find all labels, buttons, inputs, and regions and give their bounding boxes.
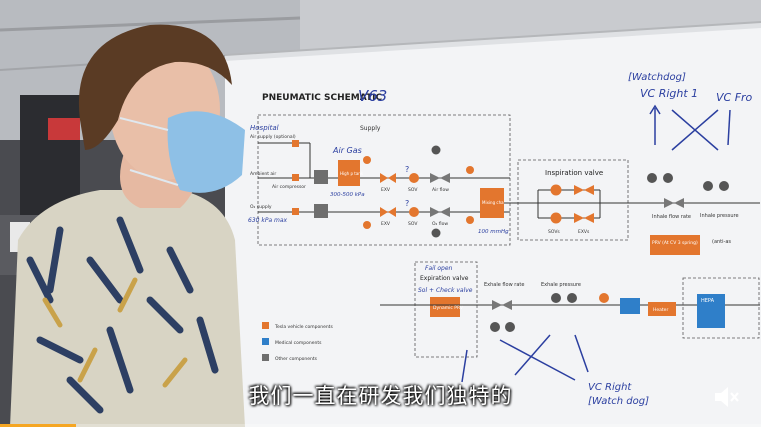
schematic-title: PNEUMATIC SCHEMATIC: [262, 93, 383, 103]
vc-right-bottom-note: VC Right: [588, 382, 632, 393]
exv-label-1: EXV: [381, 187, 391, 193]
high-p-tank-label: High p tank: [340, 171, 364, 176]
sovs-label: SOVs: [548, 229, 560, 235]
inspiration-valve-label: Inspiration valve: [545, 169, 603, 177]
fail-open-note: Fail open: [425, 265, 453, 272]
compressor-label: Air compressor: [272, 184, 306, 190]
version-note: V63: [358, 87, 387, 105]
vc-front-top-note: VC Fro: [716, 91, 753, 104]
exhale-flow-label: Exhale flow rate: [484, 282, 524, 288]
o2-pressure-note: 630 kPa max: [248, 217, 288, 224]
exhale-pressure-label: Exhale pressure: [541, 282, 581, 288]
video-progress-fill: [0, 424, 77, 427]
hepa-label: HEPA: [701, 298, 715, 304]
anti-label: (anti-as: [712, 239, 731, 245]
exv-label-2: EXV: [381, 221, 391, 227]
hospital-supply-label: Air supply (optional): [250, 134, 296, 140]
dynamic-prv-label: Dynamic PRV: [433, 305, 464, 311]
question-mark-2: ?: [405, 199, 409, 208]
vc-right-top-note: VC Right 1: [640, 87, 698, 100]
tank-pressure-note: 300-500 kPa: [330, 192, 365, 198]
person-hair: [78, 24, 232, 151]
sov-label-1: SOV: [408, 187, 418, 193]
exvs-label: EXVs: [578, 229, 590, 235]
legend-tesla: Tesla vehicle components: [274, 324, 333, 330]
inhale-pressure-label: Inhale pressure: [700, 213, 739, 219]
mixing-pressure-note: 100 mmHg: [478, 229, 509, 235]
watchdog-bottom-note: [Watch dog]: [588, 396, 649, 407]
air-flow-label: Air flow: [432, 187, 449, 193]
video-progress-bar[interactable]: [0, 424, 761, 427]
legend-other: Other components: [275, 356, 318, 362]
inhale-flow-label: Inhale flow rate: [652, 214, 691, 220]
prv-label: PRV (At CV 3 spring): [652, 240, 698, 246]
sound-toggle-button[interactable]: [711, 383, 741, 411]
video-subtitle: 我们一直在研发我们独特的: [248, 384, 513, 408]
legend-medical: Medical components: [275, 340, 322, 346]
ambient-air-label: Ambient air: [250, 171, 276, 177]
watchdog-top-note: [Watchdog]: [628, 72, 686, 83]
face-mask: [167, 111, 245, 193]
o2-flow-label: O₂ flow: [432, 221, 448, 227]
mixing-chamber-label: Mixing chamber: [482, 200, 514, 205]
question-mark-1: ?: [405, 165, 409, 174]
heater-label: Heater: [653, 307, 668, 313]
person-shirt: [10, 190, 245, 427]
sov-label-2: SOV: [408, 221, 418, 227]
air-gas-note: Air Gas: [332, 146, 362, 155]
supply-label: Supply: [360, 125, 381, 132]
hospital-note: Hospital: [250, 124, 279, 132]
expiration-valve-label: Expiration valve: [420, 275, 469, 282]
o2-supply-label: O₂ supply: [250, 204, 272, 210]
sol-check-note: Sol + Check valve: [418, 287, 473, 294]
speaker-muted-icon: [715, 387, 739, 407]
